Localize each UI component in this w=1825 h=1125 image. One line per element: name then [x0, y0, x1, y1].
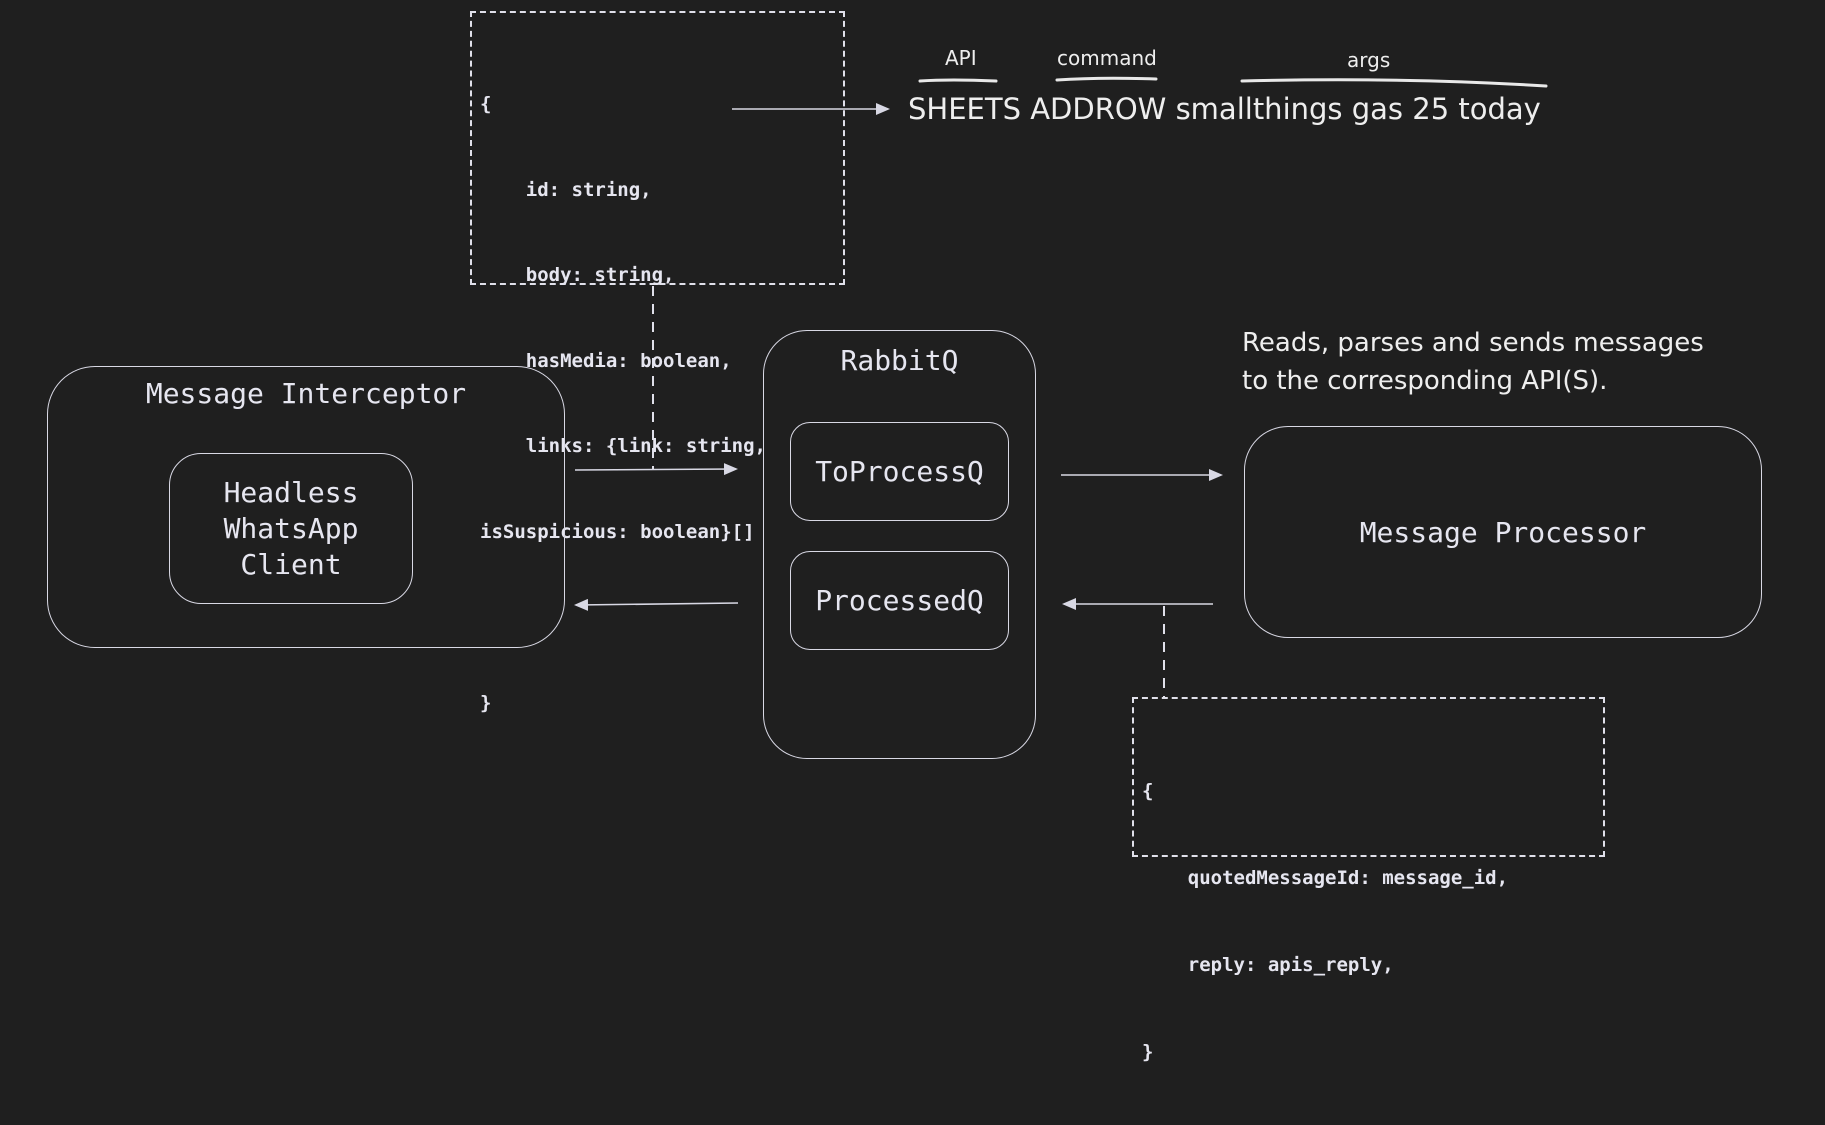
to-process-queue-label: ToProcessQ	[815, 455, 984, 488]
reply-schema-line: quotedMessageId: message_id,	[1142, 867, 1509, 889]
schema-line: links: {link: string,	[480, 435, 766, 457]
processed-queue-label: ProcessedQ	[815, 584, 984, 617]
processor-note-line: Reads, parses and sends messages	[1242, 328, 1704, 358]
reply-schema: { quotedMessageId: message_id, reply: ap…	[1142, 719, 1508, 1125]
message-processor-node: Message Processor	[1244, 426, 1762, 638]
schema-line: {	[480, 93, 492, 115]
reply-schema-line: reply: apis_reply,	[1142, 954, 1394, 976]
schema-line: body: string,	[480, 264, 675, 286]
processor-note-line: to the corresponding API(S).	[1242, 366, 1608, 396]
api-underline	[918, 78, 998, 83]
schema-line: id: string,	[480, 178, 652, 201]
command-example-text: SHEETS ADDROW smallthings gas 25 today	[908, 92, 1541, 126]
diagram-canvas	[574, 76, 1548, 697]
interceptor-to-queue-arrow	[574, 463, 738, 476]
reply-schema-line: }	[1142, 1041, 1154, 1063]
processor-note: Reads, parses and sends messages to the …	[1242, 324, 1704, 400]
reply-schema-line: {	[1142, 780, 1154, 802]
command-underline	[1055, 76, 1158, 82]
reply-schema-box: { quotedMessageId: message_id, reply: ap…	[1132, 697, 1605, 1063]
message-interceptor-node: Message Interceptor	[47, 366, 565, 648]
schema-line: hasMedia: boolean,	[480, 349, 732, 372]
args-underline	[1240, 78, 1548, 88]
incoming-message-schema: { id: string, body: string, hasMedia: bo…	[480, 33, 766, 774]
args-label: args	[1347, 48, 1391, 72]
schema-line: isSuspicious: boolean}[]	[480, 520, 755, 543]
incoming-message-schema-box: { id: string, body: string, hasMedia: bo…	[470, 11, 845, 714]
queue-to-interceptor-arrow	[574, 598, 739, 611]
message-processor-label: Message Processor	[1359, 515, 1647, 549]
rabbitq-title: RabbitQ	[840, 344, 959, 377]
command-label: command	[1057, 46, 1157, 70]
processed-queue: ProcessedQ	[790, 551, 1009, 650]
whatsapp-client-label: Headless WhatsApp Client	[223, 475, 359, 581]
schema-line: }	[480, 691, 492, 714]
api-label: API	[945, 46, 977, 70]
whatsapp-client-node: Headless WhatsApp Client	[169, 453, 413, 604]
to-process-queue: ToProcessQ	[790, 422, 1009, 521]
rabbitq-node: RabbitQ	[763, 330, 1036, 759]
message-interceptor-title: Message Interceptor	[145, 377, 467, 410]
